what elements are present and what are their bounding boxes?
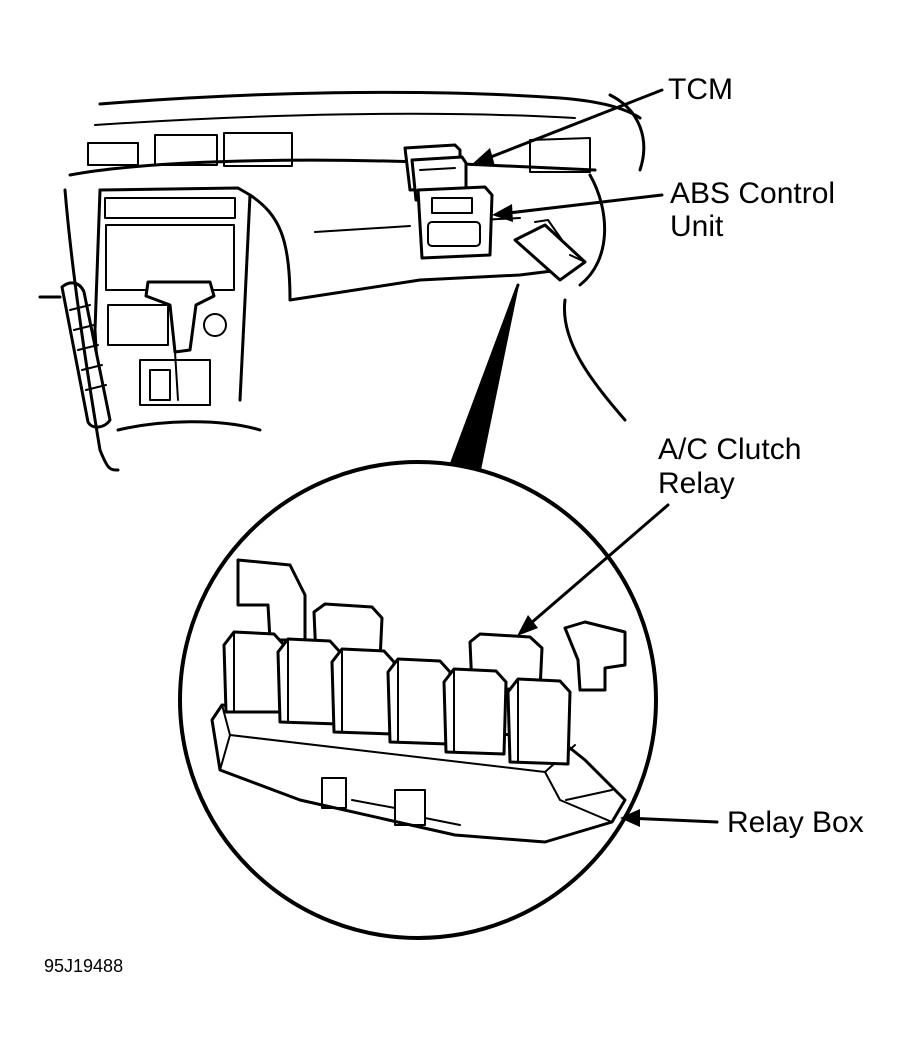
figure-id: 95J19488	[44, 956, 124, 976]
ac-clutch-relay-label-line2: Relay	[658, 467, 735, 500]
abs-control-unit-label-line1: ABS Control	[670, 177, 836, 210]
relay-box-small	[513, 219, 587, 282]
ac-clutch-relay-label-line1: A/C Clutch	[658, 433, 802, 466]
abs-control-unit-label-line2: Unit	[670, 210, 724, 243]
leader-arrows	[470, 88, 719, 827]
tcm-label: TCM	[668, 73, 733, 106]
relay-box-detail	[210, 558, 627, 844]
relay-box-label: Relay Box	[727, 806, 864, 839]
abs-control-unit	[416, 185, 494, 260]
dashboard-drawing	[38, 90, 646, 472]
